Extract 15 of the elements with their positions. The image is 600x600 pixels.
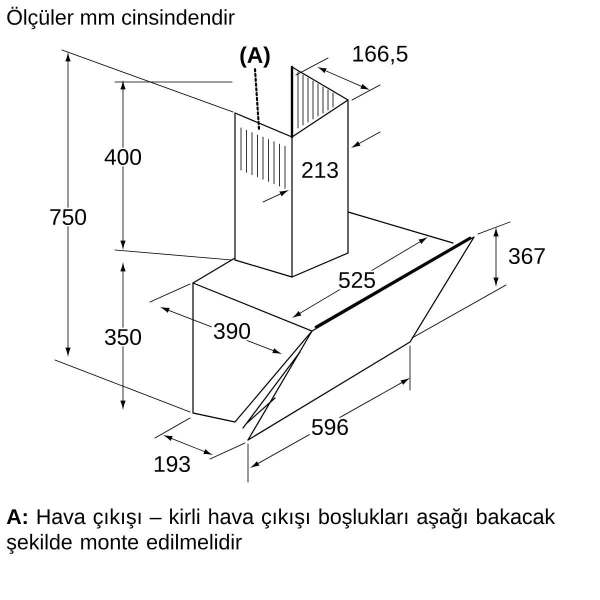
- callout-label: (A): [240, 46, 270, 68]
- title: Ölçüler mm cinsindendir: [7, 6, 235, 30]
- dimension-label: 525: [336, 270, 378, 290]
- dimension-label: 750: [48, 208, 88, 226]
- dimension-label: 193: [152, 454, 192, 474]
- dimension-label: 367: [506, 246, 548, 266]
- vent-grille: [240, 128, 286, 189]
- dimension-label: 596: [310, 418, 350, 436]
- dimension-label: 350: [102, 328, 144, 346]
- dimension-label: 390: [212, 322, 252, 340]
- dimension-label: 400: [102, 148, 144, 166]
- dimension-label: 213: [300, 160, 340, 180]
- note: A: Hava çıkışı – kirli hava çıkışı boşlukları aşağı bakacak şekilde monte edilmelidir: [6, 508, 556, 554]
- dimension-label: 166,5: [350, 44, 410, 66]
- leader-line: [254, 68, 260, 130]
